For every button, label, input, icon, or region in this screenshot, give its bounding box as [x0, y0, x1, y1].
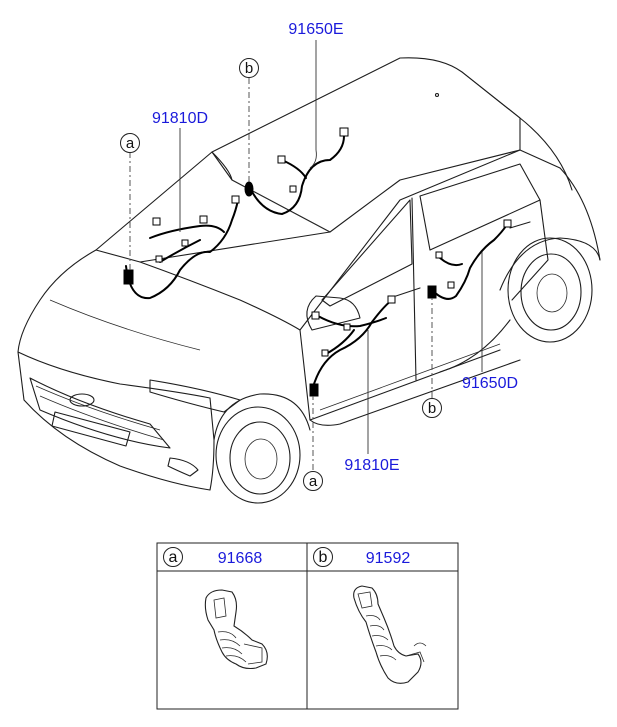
legend-part-number-91592: 91592 [366, 550, 411, 567]
callout-b-right-label: b [428, 400, 436, 417]
leader-lines [129, 40, 483, 470]
harness-91650e [244, 127, 349, 215]
legend-letter-a: a [169, 549, 178, 566]
harness-91650d [427, 219, 512, 300]
legend-table: a 91668 b 91592 [156, 542, 459, 710]
part-number-91810e: 91810E [344, 457, 399, 474]
part-number-91810d: 91810D [152, 110, 208, 127]
callout-a-top-label: a [126, 135, 135, 152]
legend-part-number-91668: 91668 [218, 550, 263, 567]
harness-91810e [309, 295, 396, 397]
callout-a-top: a [120, 133, 140, 153]
grommet-91668-illustration [204, 589, 268, 670]
callout-a-bottom: a [303, 471, 323, 491]
legend-cell-a: a 91668 [163, 547, 268, 670]
legend-cell-b: b 91592 [313, 547, 427, 684]
car-illustration [17, 57, 601, 504]
grommet-91592-illustration [353, 585, 427, 684]
legend-letter-b: b [319, 549, 328, 566]
part-number-91650d: 91650D [462, 375, 518, 392]
part-number-91650e: 91650E [288, 21, 343, 38]
callout-a-bottom-label: a [309, 473, 318, 490]
callout-b-right: b [422, 398, 442, 418]
callout-b-top: b [239, 58, 259, 78]
callout-b-top-label: b [245, 60, 253, 77]
harness-91810d [123, 195, 240, 300]
